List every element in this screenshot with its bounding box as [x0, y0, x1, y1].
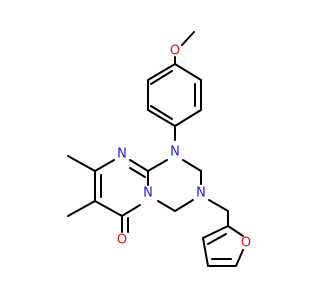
bond-ar4-ar5	[174, 109, 202, 127]
bond-furan-c2-o	[227, 225, 244, 237]
atom-carbonyl-o: O	[117, 233, 127, 248]
bond-c7-methyl	[67, 200, 96, 217]
bond-c9a-n-ring	[129, 159, 149, 172]
bond-n1-c9a	[147, 159, 168, 172]
atom-furan-o: O	[241, 236, 251, 251]
bond-c7-c6	[94, 200, 123, 217]
bond-ar1-ar2	[147, 63, 176, 81]
bond-c8-methyl	[67, 155, 96, 172]
bond-ar6-ar1	[174, 63, 202, 81]
bond-c6-n5	[121, 204, 141, 217]
atom-methoxy-o: O	[170, 44, 180, 59]
bond-n3-ch2-furyl	[208, 199, 229, 212]
bond-ar3-ar4-inner	[150, 105, 173, 120]
atom-n-bridge: N	[143, 186, 153, 201]
bond-furan-c3-c2-double	[207, 233, 227, 245]
atom-n-amine: N	[196, 186, 206, 201]
bond-furan-c4-c3	[202, 237, 209, 267]
bond-furan-c3-c2	[202, 225, 229, 239]
bond-c9a-n-ring-double	[129, 167, 146, 178]
bond-methyl-o	[181, 31, 195, 46]
bond-n3-ch2b	[174, 199, 194, 212]
atom-n-ring: N	[117, 147, 127, 162]
molecule-structure-diagram: O N N N N O O	[67, 31, 252, 267]
molecule-svg: O N N N N O O	[67, 31, 251, 267]
bond-ar3-ar4	[147, 109, 176, 127]
bond-ar1-ar2-inner	[150, 70, 173, 85]
bond-furan-o-c5	[235, 249, 244, 267]
atom-n1: N	[170, 145, 180, 160]
bond-ch2b-n5	[157, 200, 176, 212]
bond-n-ring-c8	[94, 159, 115, 172]
bond-n1-ch2	[182, 159, 202, 172]
